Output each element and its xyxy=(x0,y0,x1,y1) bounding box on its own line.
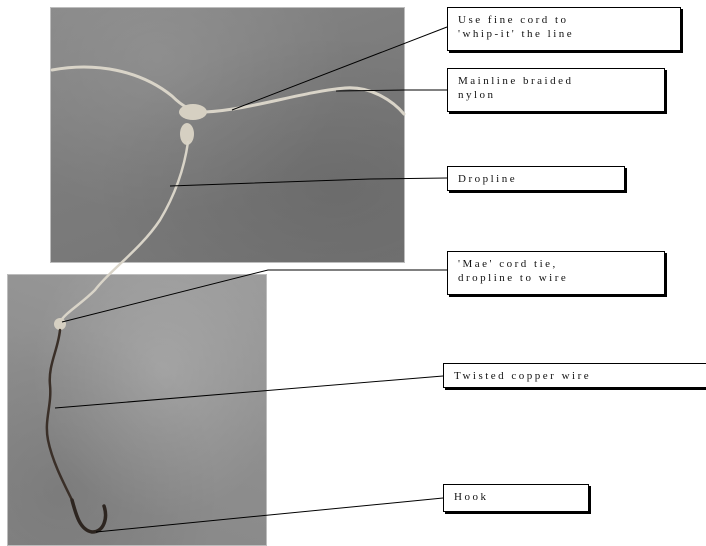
label-mainline: Mainline braided nylon xyxy=(447,68,665,112)
leader-hook xyxy=(96,498,443,532)
leader-whip xyxy=(232,27,447,110)
leader-copper xyxy=(55,376,443,408)
label-whip-it: Use fine cord to 'whip-it' the line xyxy=(447,7,681,51)
leader-mae xyxy=(62,270,447,322)
mae-tie xyxy=(54,318,66,330)
leader-dropline xyxy=(170,178,447,186)
label-dropline: Dropline xyxy=(447,166,625,191)
leader-mainline xyxy=(336,90,447,91)
label-mae-tie: 'Mae' cord tie, dropline to wire xyxy=(447,251,665,295)
label-copper-wire: Twisted copper wire xyxy=(443,363,706,388)
copper-wire xyxy=(47,330,72,500)
knot xyxy=(179,104,207,120)
label-hook: Hook xyxy=(443,484,589,512)
hook-shape xyxy=(72,500,106,532)
